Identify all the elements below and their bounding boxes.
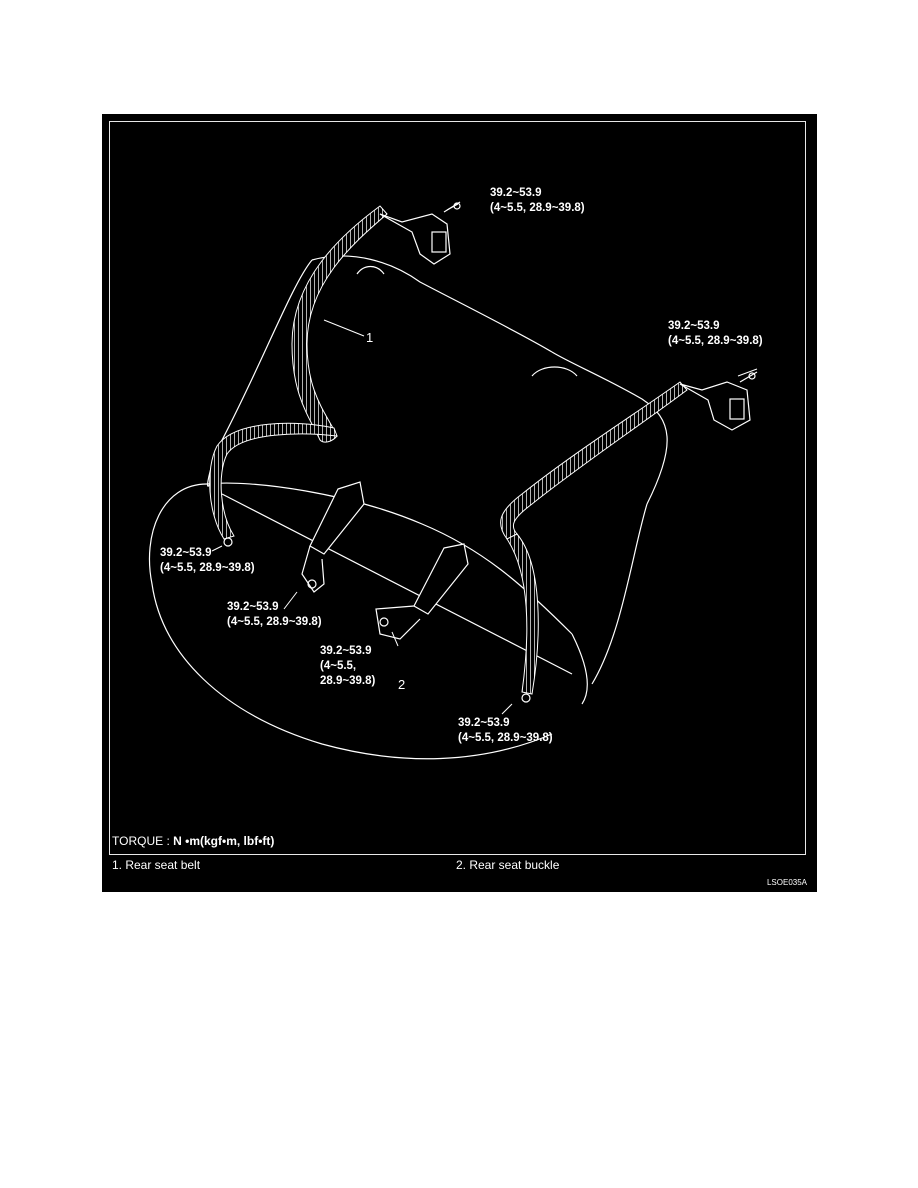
torque-label-left-buckle: 39.2~53.9 (4~5.5, 28.9~39.8) [227, 600, 322, 630]
torque-unit: N •m(kgf•m, lbf•ft) [173, 834, 275, 848]
center-buckle [375, 543, 469, 640]
figure-frame: 39.2~53.9 (4~5.5, 28.9~39.8) 39.2~53.9 (… [102, 114, 817, 892]
legend-item-rear-seat-belt: 1. Rear seat belt [112, 858, 201, 872]
torque-unit-note: TORQUE : N •m(kgf•m, lbf•ft) [112, 834, 274, 848]
torque-value-kgf: (4~5.5, [320, 660, 357, 672]
torque-value: 39.2~53.9 [458, 717, 510, 729]
callout-1: 1 [366, 330, 374, 345]
torque-prefix: TORQUE : [112, 834, 174, 848]
torque-label-upper-right: 39.2~53.9 (4~5.5, 28.9~39.8) [668, 319, 763, 349]
figure-inner-border [109, 121, 806, 855]
legend-item-rear-seat-buckle: 2. Rear seat buckle [456, 858, 560, 872]
right-belt-webbing [500, 381, 688, 695]
left-belt-webbing [209, 205, 388, 540]
torque-value-lbf: 28.9~39.8) [320, 675, 376, 687]
torque-value-imperial: (4~5.5, 28.9~39.8) [490, 202, 585, 214]
torque-value-imperial: (4~5.5, 28.9~39.8) [458, 732, 553, 744]
torque-value: 39.2~53.9 [490, 187, 542, 199]
torque-value: 39.2~53.9 [160, 547, 212, 559]
figure-code: LSOE035A [766, 878, 807, 887]
torque-label-center-buckle: 39.2~53.9 (4~5.5, 28.9~39.8) [320, 644, 375, 689]
torque-value-imperial: (4~5.5, 28.9~39.8) [668, 335, 763, 347]
leader-lines [211, 203, 758, 715]
lower-anchors [223, 537, 531, 703]
seat-belt-diagram [148, 201, 758, 760]
torque-value: 39.2~53.9 [668, 320, 720, 332]
torque-label-upper-left: 39.2~53.9 (4~5.5, 28.9~39.8) [490, 186, 585, 216]
torque-label-lower-right: 39.2~53.9 (4~5.5, 28.9~39.8) [458, 716, 553, 746]
torque-value: 39.2~53.9 [227, 601, 279, 613]
torque-value: 39.2~53.9 [320, 645, 372, 657]
upper-left-retractor [379, 201, 461, 265]
torque-label-lower-left: 39.2~53.9 (4~5.5, 28.9~39.8) [160, 546, 255, 576]
upper-right-retractor [679, 371, 758, 431]
callout-2: 2 [398, 677, 406, 692]
torque-value-imperial: (4~5.5, 28.9~39.8) [227, 616, 322, 628]
torque-value-imperial: (4~5.5, 28.9~39.8) [160, 562, 255, 574]
left-buckle [301, 481, 365, 593]
